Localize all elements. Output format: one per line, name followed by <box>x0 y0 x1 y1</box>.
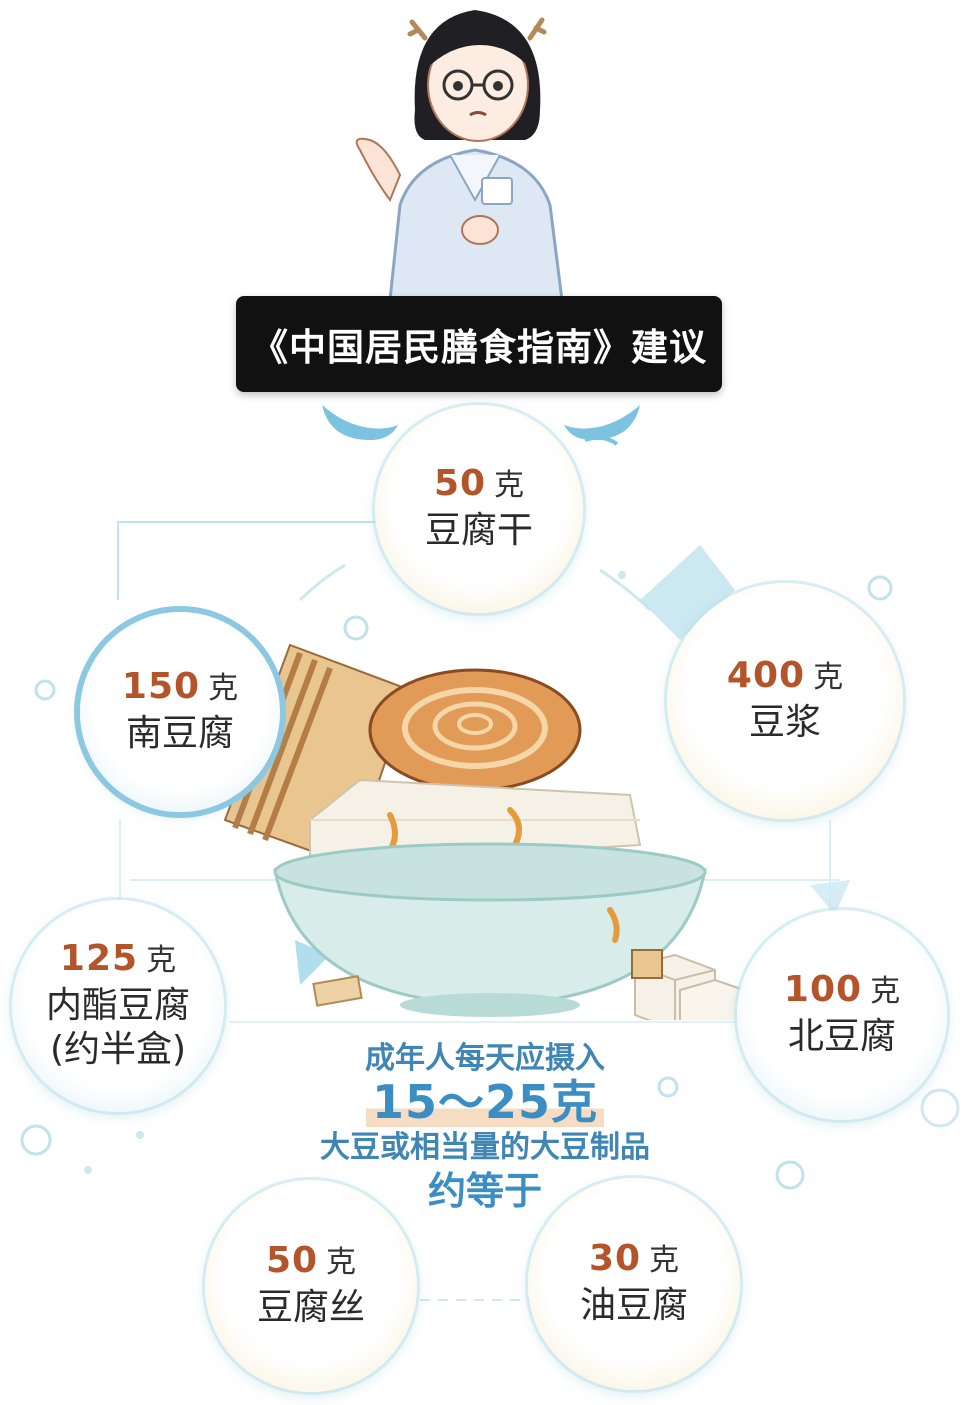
title-text: 《中国居民膳食指南》建议 <box>251 326 707 369</box>
quantity-number: 150 <box>121 665 201 707</box>
item-name: 豆腐干 <box>424 509 533 551</box>
item-note: (约半盒) <box>49 1028 187 1070</box>
item-name: 内酯豆腐 <box>45 984 190 1026</box>
intake-amount: 15～25克 <box>255 1066 715 1132</box>
quantity-number: 50 <box>265 1239 319 1281</box>
quantity-unit: 克 <box>494 467 525 503</box>
item-name: 油豆腐 <box>579 1284 688 1326</box>
item-name: 豆腐丝 <box>256 1286 365 1328</box>
tofu-bowl-illustration <box>223 643 751 1020</box>
doctor-illustration <box>330 0 620 300</box>
quantity-unit: 克 <box>146 942 177 978</box>
title-banner: 《中国居民膳食指南》建议 <box>236 296 722 392</box>
quantity-unit: 克 <box>870 973 901 1009</box>
intake-line-4: 约等于 <box>427 1169 542 1213</box>
quantity-unit: 克 <box>649 1242 680 1278</box>
quantity-unit: 克 <box>326 1244 357 1280</box>
quantity-number: 100 <box>783 968 863 1010</box>
item-name: 南豆腐 <box>125 712 234 754</box>
quantity-number: 125 <box>59 937 139 979</box>
quantity-unit: 克 <box>208 670 239 706</box>
quantity-number: 400 <box>726 654 806 696</box>
item-name: 北豆腐 <box>787 1015 896 1057</box>
quantity-number: 30 <box>588 1237 642 1279</box>
intake-line-1: 成年人每天应摄入 <box>365 1041 605 1076</box>
intake-line-3: 大豆或相当量的大豆制品 <box>320 1130 650 1165</box>
quantity-unit: 克 <box>813 659 844 695</box>
quantity-number: 50 <box>433 462 487 504</box>
intake-amount-text: 15～25克 <box>365 1075 605 1129</box>
item-name: 豆浆 <box>748 701 821 743</box>
